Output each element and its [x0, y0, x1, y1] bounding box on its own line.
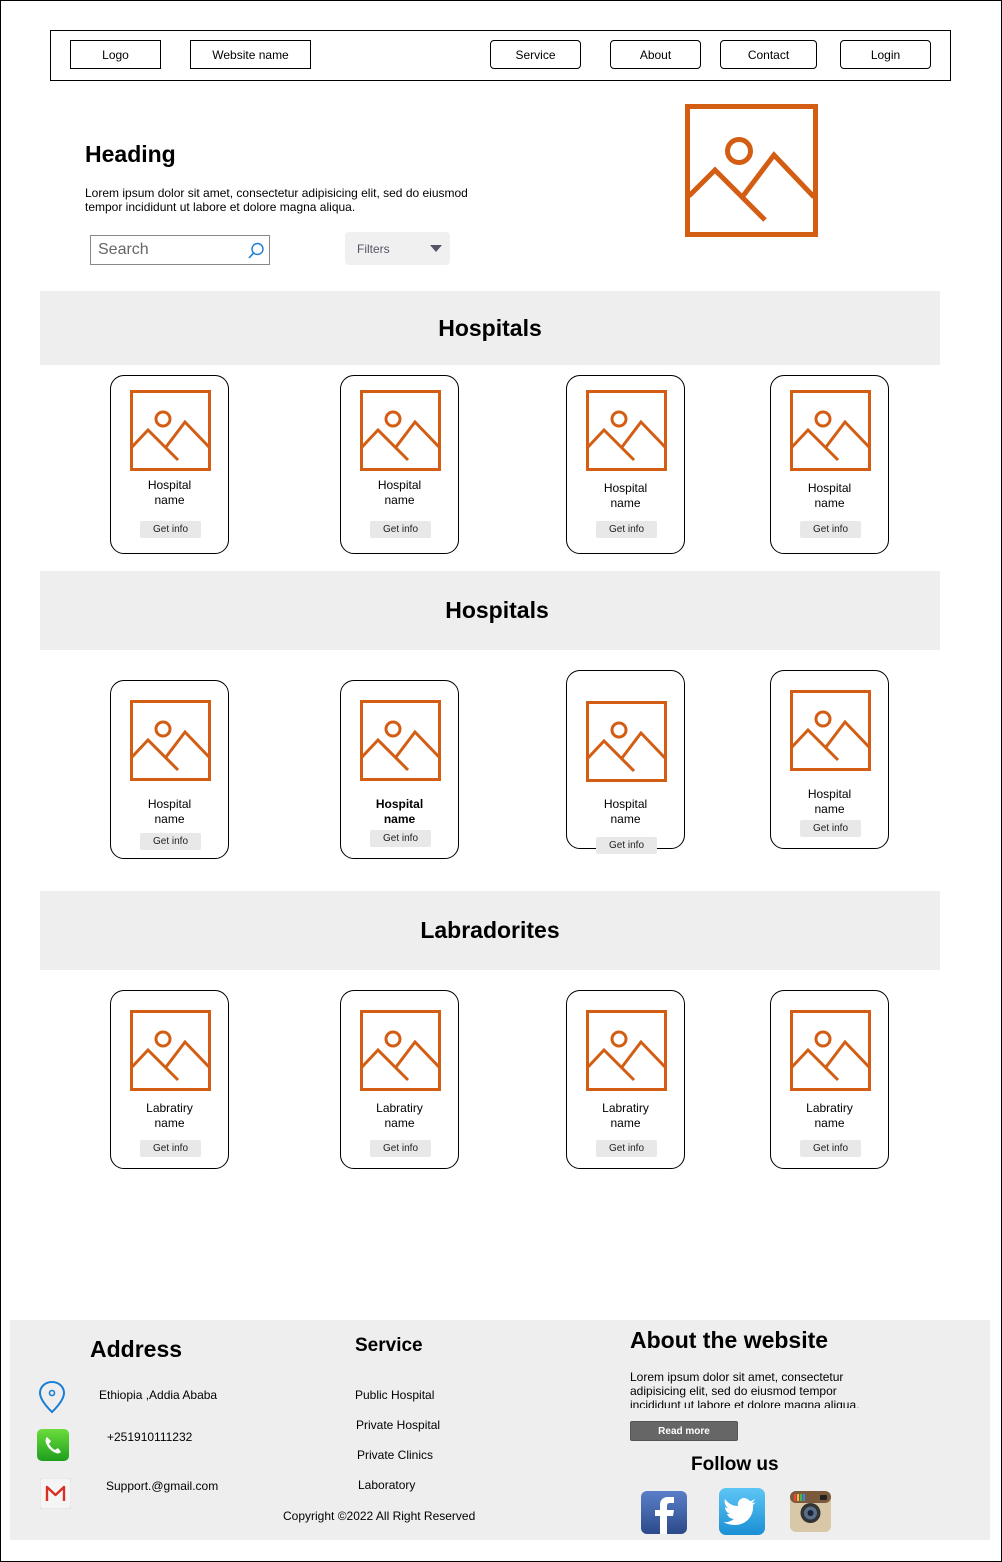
hero-image-placeholder-icon [685, 104, 818, 237]
get-info-button[interactable]: Get info [370, 521, 431, 538]
get-info-button[interactable]: Get info [370, 830, 431, 847]
nav-service-button[interactable]: Service [490, 40, 581, 69]
hero-heading: Heading [85, 141, 176, 167]
section-hospitals-header: Hospitals [40, 291, 940, 365]
search-icon[interactable] [246, 241, 266, 261]
website-name[interactable]: Website name [190, 40, 311, 69]
card-name: Hospital name [603, 481, 648, 510]
get-info-button[interactable]: Get info [140, 833, 201, 850]
image-placeholder-icon [586, 701, 667, 782]
image-placeholder-icon [790, 1010, 871, 1091]
hero-text: Lorem ipsum dolor sit amet, consectetur … [85, 186, 468, 214]
get-info-button[interactable]: Get info [800, 521, 861, 538]
image-placeholder-icon [360, 390, 441, 471]
service-link-private-hospital[interactable]: Private Hospital [356, 1418, 441, 1432]
phone-icon [37, 1429, 69, 1461]
card-name: Hospital name [807, 481, 852, 510]
filters-dropdown[interactable]: Filters [345, 232, 450, 265]
follow-us-title: Follow us [691, 1454, 779, 1475]
image-placeholder-icon [130, 1010, 211, 1091]
phone-text: +251910111232 [107, 1430, 193, 1444]
about-text: Lorem ipsum dolor sit amet, consectetur … [630, 1370, 860, 1408]
service-link-laboratory[interactable]: Laboratory [358, 1478, 416, 1492]
logo[interactable]: Logo [70, 40, 161, 69]
gmail-icon [40, 1478, 71, 1509]
card-name: Hospital name [147, 478, 192, 507]
get-info-button[interactable]: Get info [140, 1140, 201, 1157]
card-name: Hospital name [377, 478, 422, 507]
get-info-button[interactable]: Get info [800, 820, 861, 837]
image-placeholder-icon [790, 690, 871, 771]
twitter-icon[interactable] [719, 1488, 765, 1535]
card-name: Labratiry name [376, 1101, 423, 1130]
instagram-icon[interactable] [790, 1491, 831, 1532]
filters-label: Filters [357, 241, 390, 256]
service-link-private-clinics[interactable]: Private Clinics [357, 1448, 434, 1462]
chevron-down-icon [430, 245, 442, 252]
address-text: Ethiopia ,Addia Ababa [99, 1388, 218, 1402]
read-more-button[interactable]: Read more [630, 1421, 738, 1441]
card-name: Labratiry name [602, 1101, 649, 1130]
service-title: Service [355, 1335, 423, 1356]
address-title: Address [90, 1336, 183, 1362]
get-info-button[interactable]: Get info [596, 521, 657, 538]
image-placeholder-icon [790, 390, 871, 471]
nav-about-button[interactable]: About [610, 40, 701, 69]
nav-login-button[interactable]: Login [840, 40, 931, 69]
get-info-button[interactable]: Get info [596, 1140, 657, 1157]
section-title: Hospitals [438, 314, 542, 341]
get-info-button[interactable]: Get info [800, 1140, 861, 1157]
nav-contact-button[interactable]: Contact [720, 40, 817, 69]
card-name: Hospital name [375, 797, 424, 826]
image-placeholder-icon [360, 1010, 441, 1091]
image-placeholder-icon [130, 700, 211, 781]
get-info-button[interactable]: Get info [596, 837, 657, 854]
image-placeholder-icon [130, 390, 211, 471]
footer: Address Ethiopia ,Addia Ababa +251910111… [10, 1320, 990, 1540]
section-title: Hospitals [445, 597, 549, 623]
image-placeholder-icon [586, 1010, 667, 1091]
card-name: Hospital name [807, 787, 852, 816]
section-hospitals-2-header: Hospitals [40, 571, 940, 650]
image-placeholder-icon [360, 700, 441, 781]
search-input[interactable] [96, 240, 245, 260]
top-nav: Logo Website name Service About Contact … [50, 30, 951, 81]
section-title: Labradorites [420, 917, 560, 943]
search-box[interactable] [90, 235, 270, 265]
card-name: Hospital name [147, 797, 192, 826]
copyright-text: Copyright ©2022 All Right Reserved [283, 1509, 476, 1523]
section-laboratories-header: Labradorites [40, 891, 940, 970]
email-text: Support.@gmail.com [106, 1479, 219, 1493]
about-title: About the website [630, 1327, 829, 1353]
location-pin-icon [38, 1380, 66, 1414]
card-name: Labratiry name [806, 1101, 853, 1130]
card-name: Hospital name [603, 797, 648, 826]
get-info-button[interactable]: Get info [140, 521, 201, 538]
facebook-icon[interactable] [641, 1491, 687, 1534]
get-info-button[interactable]: Get info [370, 1140, 431, 1157]
service-link-public-hospital[interactable]: Public Hospital [355, 1388, 435, 1402]
image-placeholder-icon [586, 390, 667, 471]
card-name: Labratiry name [146, 1101, 193, 1130]
